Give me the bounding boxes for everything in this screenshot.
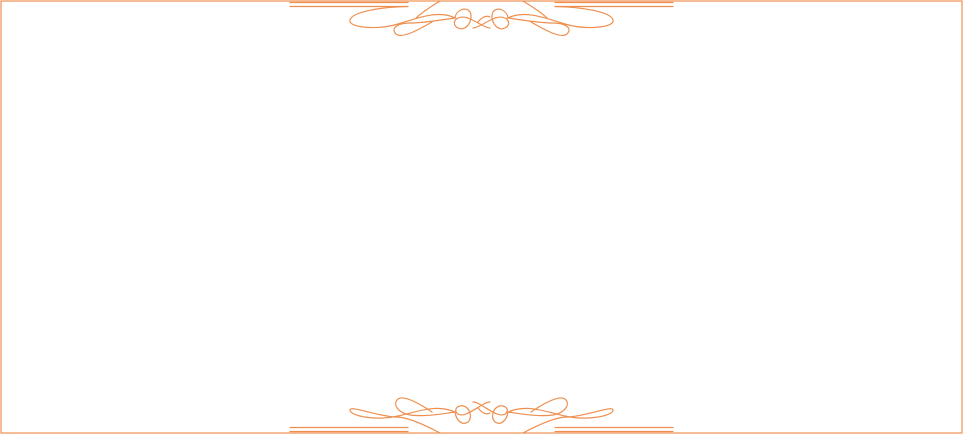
bottom-flourish-icon <box>289 397 674 434</box>
top-flourish-icon <box>289 0 674 36</box>
blank-content-area <box>40 60 923 374</box>
